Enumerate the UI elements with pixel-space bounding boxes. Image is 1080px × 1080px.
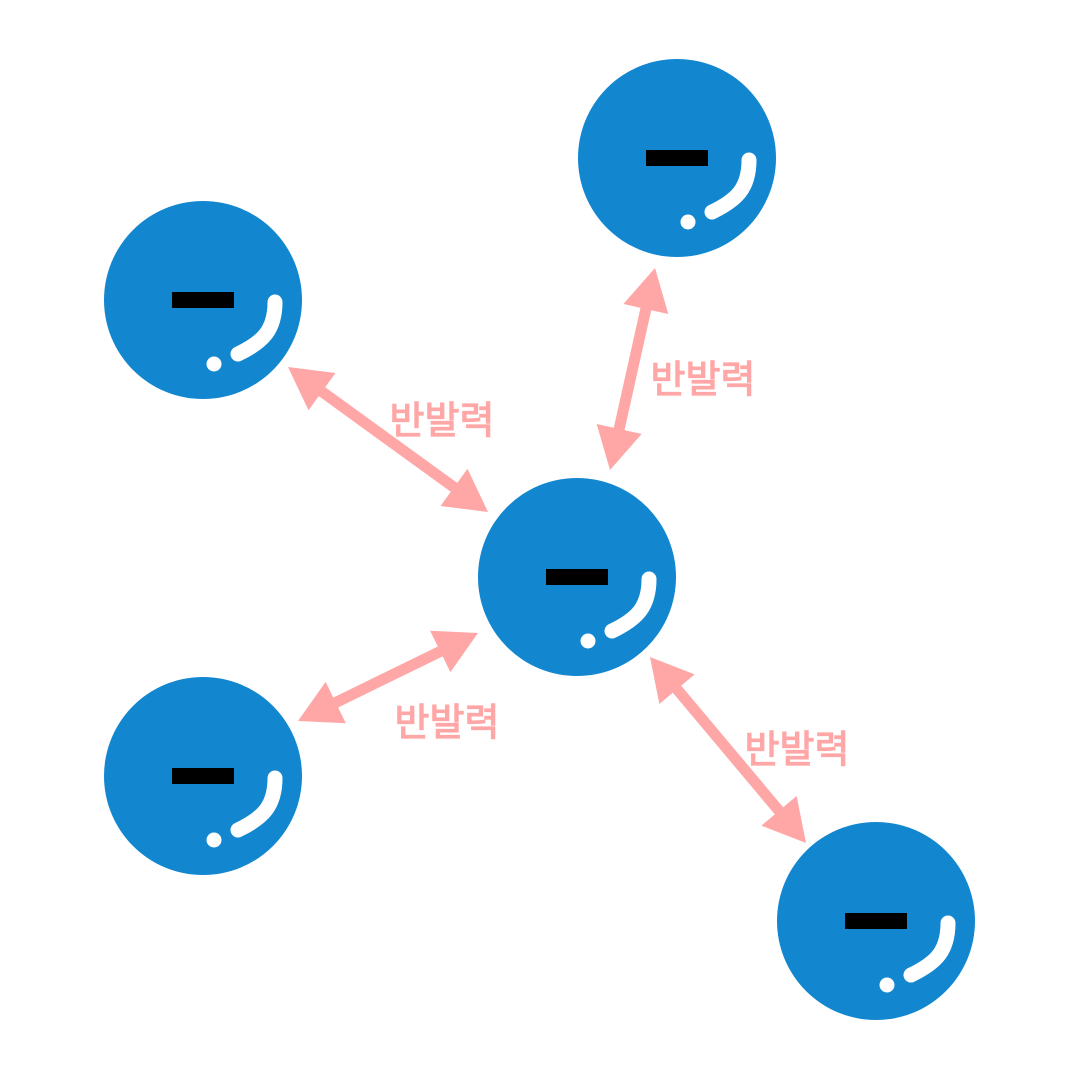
shine-curve-icon bbox=[704, 152, 757, 220]
minus-sign-icon: − bbox=[546, 569, 608, 585]
arrowhead-icon bbox=[430, 630, 478, 673]
arrowhead-icon bbox=[440, 468, 488, 512]
shine-curve-icon bbox=[230, 294, 283, 362]
arrows-layer bbox=[288, 268, 806, 843]
arrowhead-icon bbox=[298, 681, 346, 724]
particles-layer: − − − − − bbox=[104, 59, 975, 1020]
repulsion-arrow-4 bbox=[650, 657, 806, 843]
electron-bottom-right: − bbox=[777, 822, 975, 1020]
repulsion-label: 반발력 bbox=[745, 728, 850, 772]
arrow-shaft bbox=[612, 303, 653, 435]
electron-bottom-left: − bbox=[104, 677, 302, 875]
shine-dot-icon bbox=[206, 356, 222, 372]
shine-dot-icon bbox=[879, 977, 895, 993]
shine-dot-icon bbox=[206, 832, 222, 848]
arrow-shaft bbox=[315, 384, 461, 495]
arrowhead-icon bbox=[596, 424, 642, 470]
repulsion-arrow-2 bbox=[596, 268, 669, 470]
electron-top-left: − bbox=[104, 201, 302, 399]
minus-sign-icon: − bbox=[646, 150, 708, 166]
arrow-shaft bbox=[670, 682, 786, 818]
arrow-shaft bbox=[329, 644, 447, 710]
arrowhead-icon bbox=[623, 268, 669, 314]
shine-curve-icon bbox=[230, 770, 283, 838]
minus-sign-icon: − bbox=[172, 768, 234, 784]
repulsion-label: 반발력 bbox=[390, 399, 495, 443]
shine-curve-icon bbox=[903, 915, 956, 983]
shine-dot-icon bbox=[580, 633, 596, 649]
minus-sign-icon: − bbox=[845, 913, 907, 929]
arrowhead-icon bbox=[650, 657, 695, 704]
shine-curve-icon bbox=[604, 571, 657, 639]
minus-sign-icon: − bbox=[172, 292, 234, 308]
repulsion-label: 반발력 bbox=[651, 358, 756, 402]
electron-top-right: − bbox=[578, 59, 776, 257]
repulsion-label: 반발력 bbox=[395, 701, 500, 745]
shine-dot-icon bbox=[680, 214, 696, 230]
arrowhead-icon bbox=[288, 367, 336, 411]
arrowhead-icon bbox=[761, 796, 806, 843]
repulsion-arrow-1 bbox=[288, 367, 488, 512]
repulsion-arrow-3 bbox=[298, 630, 478, 724]
electron-center: − bbox=[478, 478, 676, 676]
